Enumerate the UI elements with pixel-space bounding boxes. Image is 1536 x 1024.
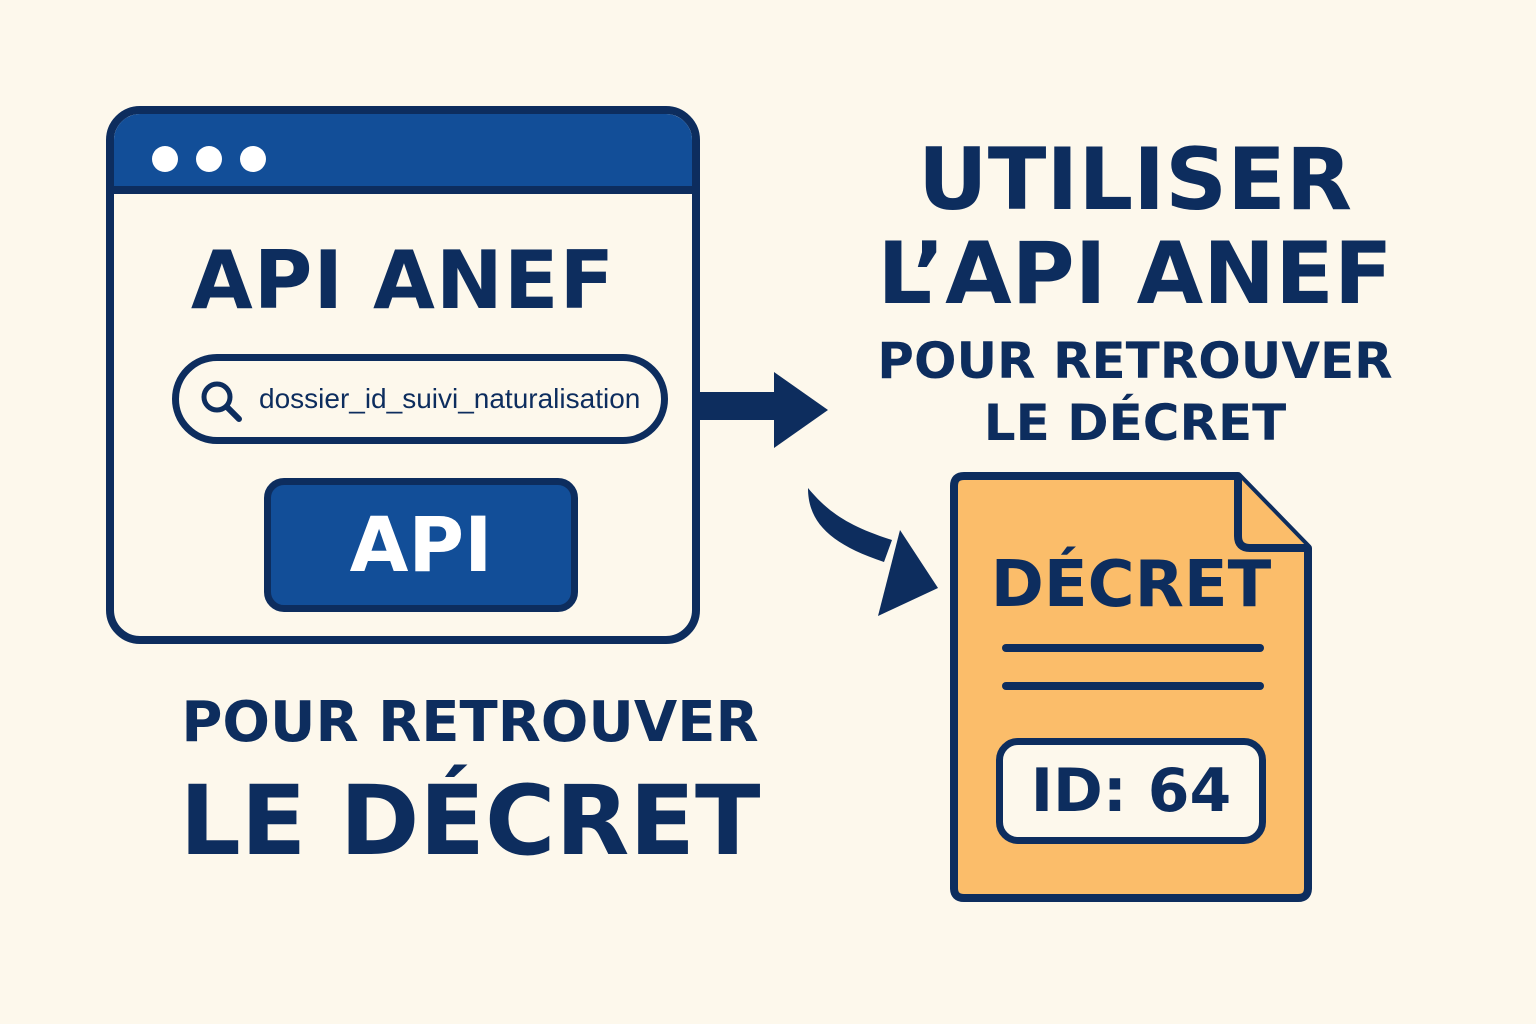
window-dot-icon [240,146,266,172]
document-id-badge: ID: 64 [996,738,1266,844]
left-caption-line2: LE DÉCRET [179,765,761,877]
heading-line1: UTILISER [917,130,1353,230]
window-title: API ANEF [190,234,616,327]
document-icon [950,472,1312,902]
document-title: DÉCRET [990,548,1272,622]
window-titlebar [114,114,692,194]
curved-arrow-icon [808,488,938,616]
window-dot-icon [152,146,178,172]
heading-line3: POUR RETROUVER [877,332,1393,390]
search-input[interactable]: dossier_id_suivi_naturalisation [172,354,668,444]
heading-line2: L’API ANEF [877,224,1393,324]
left-caption-line1: POUR RETROUVER [181,690,759,755]
api-browser-window: API ANEF dossier_id_suivi_naturalisation… [106,106,700,644]
search-icon [201,381,242,422]
heading-line4: LE DÉCRET [983,394,1287,452]
arrow-right-icon [696,372,828,448]
window-dot-icon [196,146,222,172]
api-button[interactable]: API [264,478,578,612]
search-value: dossier_id_suivi_naturalisation [259,383,641,414]
